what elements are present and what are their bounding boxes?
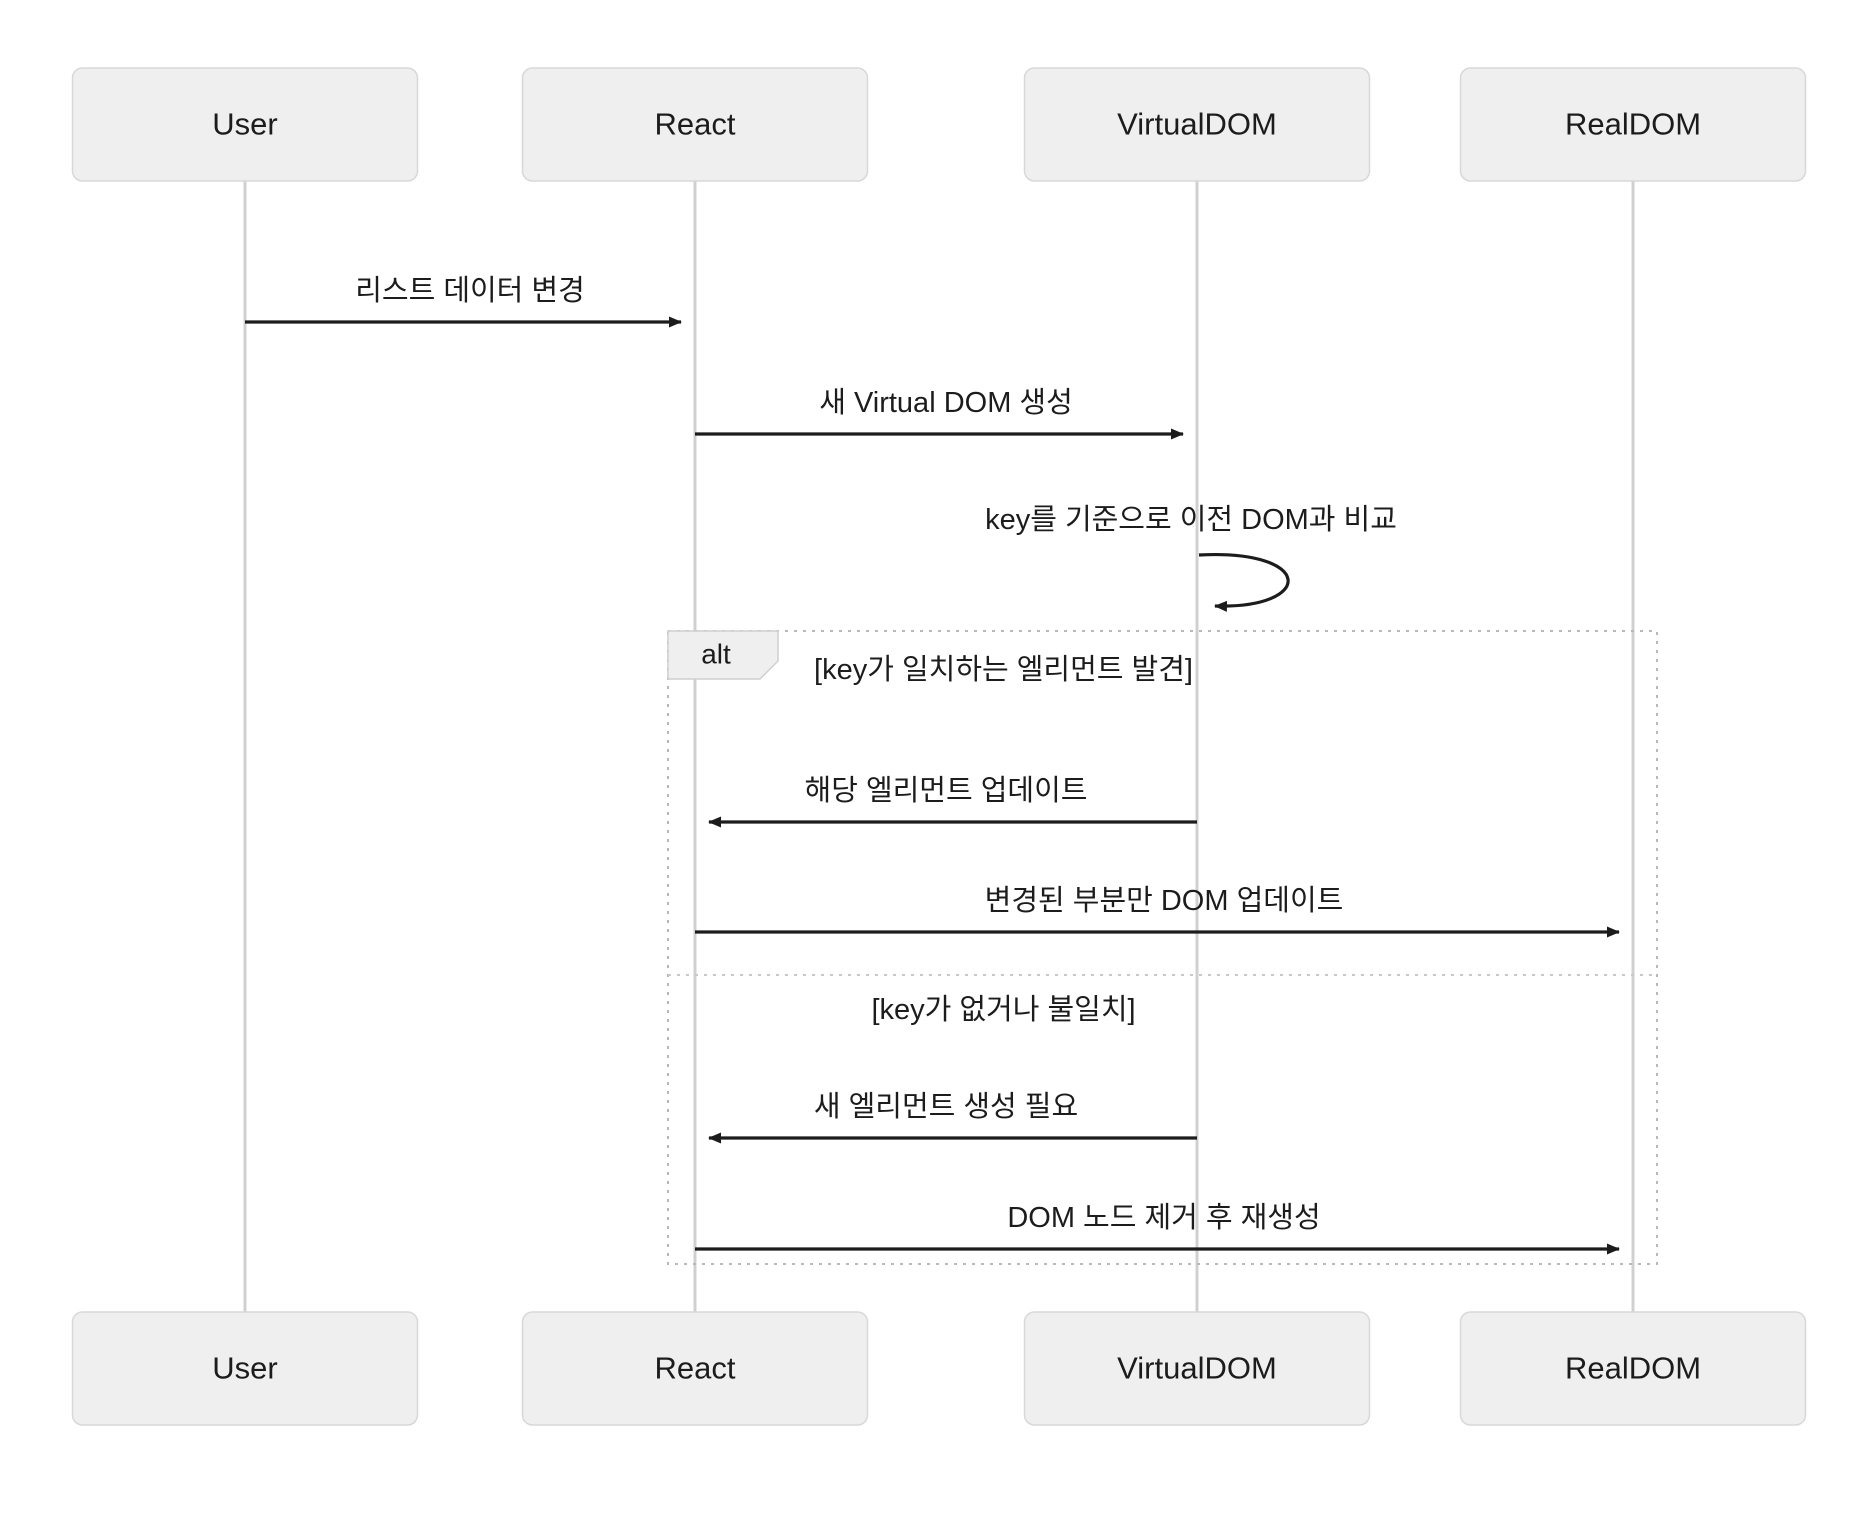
participants-group: UserUserReactReactVirtualDOMVirtualDOMRe… [71,67,1807,1426]
participant-box-virtualdom-top[interactable] [1023,67,1371,182]
participant-box-react-top[interactable] [521,67,869,182]
message-label: DOM 노드 제거 후 재생성 [1007,1202,1320,1234]
participant-label-virtualdom-top: VirtualDOM [1117,107,1277,142]
messages-group: 리스트 데이터 변경새 Virtual DOM 생성 key를 기준으로 이전 D… [245,274,1620,1255]
participant-label-realdom-bottom: RealDOM [1565,1351,1701,1386]
alt-fragment-border [667,630,1658,1265]
alt-condition-label-1: [key가 일치하는 엘리먼트 발견] [814,653,1193,686]
message-label: 변경된 부분만 DOM 업데이트 [985,884,1344,917]
participant-box-virtualdom-bottom[interactable] [1023,1311,1371,1426]
alt-operator-label: alt [701,638,731,669]
alt-fragment-group: [key가 일치하는 엘리먼트 발견] [key가 없거나 불일치] alt [667,630,1658,1265]
message-label: key를 기준으로 이전 DOM과 비교 [985,504,1397,536]
self-message-arrow [1198,553,1290,612]
participant-label-virtualdom-bottom: VirtualDOM [1117,1351,1277,1386]
participant-box-user-top[interactable] [71,67,419,182]
lifelines-group [243,181,1635,1312]
message-label: 리스트 데이터 변경 [355,274,585,307]
participant-box-realdom-bottom[interactable] [1459,1311,1807,1426]
message-label: 새 Virtual DOM 생성 [819,387,1073,419]
participant-label-user-top: User [212,107,277,142]
alt-condition-label-2: [key가 없거나 불일치] [871,993,1135,1026]
message-label: 새 엘리먼트 생성 필요 [814,1090,1078,1123]
participant-box-realdom-top[interactable] [1459,67,1807,182]
alt-operator-tab [667,630,779,680]
participant-box-user-bottom[interactable] [71,1311,419,1426]
message-label: 해당 엘리먼트 업데이트 [805,774,1088,807]
participant-label-realdom-top: RealDOM [1565,107,1701,142]
participant-label-react-bottom: React [655,1351,736,1386]
participant-box-react-bottom[interactable] [521,1311,869,1426]
participant-label-react-top: React [655,107,736,142]
participant-label-user-bottom: User [212,1351,277,1386]
